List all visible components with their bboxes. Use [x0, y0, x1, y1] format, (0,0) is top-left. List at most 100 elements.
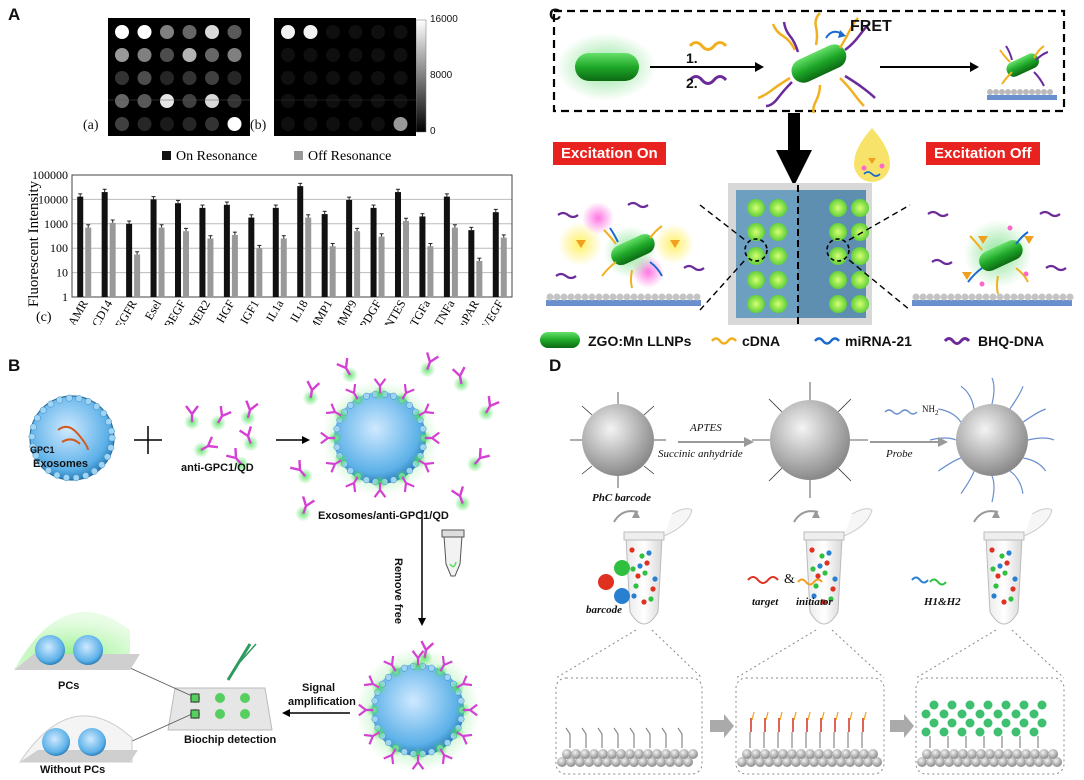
microarray-image-b: [274, 18, 416, 136]
array-spot: [348, 94, 363, 108]
array-spot: [137, 48, 152, 62]
legend-label-off: Off Resonance: [308, 149, 391, 164]
x-tick-label: VEGF: [479, 297, 507, 325]
step-1-label: 1.: [686, 50, 698, 66]
panel-label-a: A: [8, 5, 21, 24]
array-spot: [393, 71, 408, 85]
array-spot: [371, 48, 385, 62]
array-spot: [205, 94, 219, 108]
array-spot: [348, 117, 363, 131]
legend-label-on: On Resonance: [176, 149, 257, 164]
array-spot: [371, 117, 385, 131]
bar-off-resonance: [476, 260, 483, 297]
image-label-a: (a): [83, 118, 99, 133]
y-tick-label: 10: [56, 266, 68, 280]
array-spot: [115, 48, 129, 62]
bar-off-resonance: [305, 217, 312, 297]
bar-on-resonance: [443, 196, 450, 297]
array-spot: [227, 25, 242, 39]
array-spot: [205, 48, 219, 62]
bar-on-resonance: [175, 203, 181, 297]
barcode-label: barcode: [586, 604, 623, 616]
legend-swatch-on: [162, 151, 171, 160]
panel-label-d: D: [549, 356, 562, 375]
y-tick-label: 1000: [44, 217, 68, 231]
nh2-sub: 2: [935, 408, 939, 417]
array-spot: [160, 71, 174, 85]
y-tick-label: 10000: [38, 192, 68, 206]
x-tick-label: MMP1: [306, 298, 335, 326]
array-spot: [281, 25, 295, 39]
array-spot: [115, 71, 129, 85]
x-tick-label: PDGF: [357, 297, 385, 325]
image-label-b: (b): [250, 118, 267, 133]
array-spot: [182, 25, 197, 39]
array-spot: [326, 94, 340, 108]
ampersand-label: &: [784, 572, 795, 587]
array-spot: [137, 117, 152, 131]
pcs-label: PCs: [58, 680, 80, 692]
bar-off-resonance: [134, 254, 141, 297]
array-spot: [115, 94, 129, 108]
array-spot: [182, 117, 197, 131]
bar-off-resonance: [158, 227, 165, 297]
y-tick-label: 100: [50, 241, 68, 255]
array-spot: [205, 25, 219, 39]
array-spot: [205, 71, 219, 85]
array-spot: [160, 25, 174, 39]
bar-off-resonance: [378, 236, 385, 297]
probe-label: Probe: [886, 448, 913, 460]
array-spot: [182, 71, 197, 85]
image-label-c: (c): [36, 310, 52, 325]
bar-on-resonance: [321, 214, 328, 297]
array-spot: [348, 48, 363, 62]
array-spot: [137, 25, 152, 39]
array-spot: [137, 71, 152, 85]
bar-on-resonance: [395, 192, 401, 297]
legend-mirna: miRNA-21: [845, 333, 912, 349]
h1h2-label: H1&H2: [924, 596, 961, 608]
x-tick-label: TGFa: [407, 297, 433, 325]
x-tick-label: HGF: [213, 297, 237, 325]
bar-off-resonance: [231, 234, 238, 297]
bar-off-resonance: [403, 221, 409, 297]
x-tick-label: Esel: [142, 297, 165, 322]
x-tick-label: HER2: [186, 298, 213, 326]
array-spot: [227, 117, 242, 131]
panel-b-diagram: [14, 352, 500, 772]
array-spot: [182, 94, 197, 108]
array-spot: [326, 25, 340, 39]
array-spot: [281, 117, 295, 131]
bar-on-resonance: [492, 212, 499, 297]
bar-off-resonance: [500, 237, 507, 297]
bar-on-resonance: [297, 186, 304, 297]
legend-swatch-off: [294, 151, 303, 160]
array-spot: [205, 117, 219, 131]
legend-zgo: ZGO:Mn LLNPs: [588, 333, 692, 349]
panel-c-diagram: [540, 9, 1074, 348]
x-tick-label: uPAR: [456, 298, 482, 326]
bar-off-resonance: [109, 222, 116, 297]
array-spot: [281, 94, 295, 108]
x-tick-label: IL18: [287, 298, 311, 325]
bar-on-resonance: [101, 192, 108, 297]
legend-cdna: cDNA: [742, 333, 781, 349]
complex-label: Exosomes/anti-GPC1/QD: [318, 510, 449, 522]
array-spot: [227, 94, 242, 108]
anti-gpc1-label: anti-GPC1/QD: [181, 462, 254, 474]
bar-on-resonance: [346, 199, 353, 297]
bar-on-resonance: [223, 204, 230, 297]
target-label: target: [752, 596, 779, 608]
bar-off-resonance: [256, 248, 263, 297]
bar-on-resonance: [272, 207, 279, 297]
x-tick-label: IL1a: [263, 297, 287, 324]
bar-on-resonance: [468, 230, 475, 297]
array-spot: [160, 94, 174, 108]
bar-off-resonance: [329, 246, 336, 297]
array-spot: [326, 117, 340, 131]
y-tick-label: 1: [62, 290, 68, 304]
gpc1-label: GPC1: [30, 445, 55, 455]
array-spot: [393, 94, 408, 108]
array-spot: [348, 25, 363, 39]
